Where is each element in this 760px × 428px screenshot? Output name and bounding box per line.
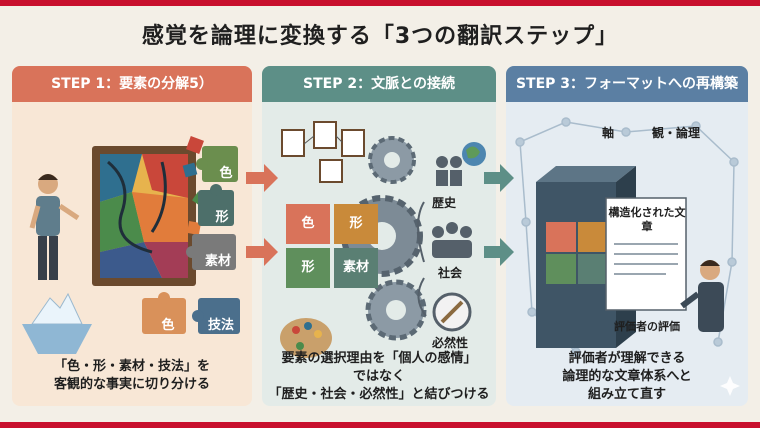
step3-header: STEP 3：フォーマットへの再構築 bbox=[506, 66, 748, 102]
page-title: 感覚を論理に変換する「3つの翻訳ステップ」 bbox=[141, 24, 619, 49]
block-label-shape: 形 bbox=[349, 216, 363, 231]
piece-label-shape: 形 bbox=[215, 210, 229, 225]
sparkle-icon bbox=[720, 376, 740, 396]
network-background bbox=[515, 117, 739, 357]
puzzle-block bbox=[286, 204, 378, 288]
piece-label-technique: 技法 bbox=[207, 318, 234, 333]
bottom-accent-bar bbox=[0, 422, 760, 428]
puzzle-piece-color bbox=[196, 146, 238, 182]
top-label-logic: 観・論理 bbox=[652, 126, 701, 140]
people-icon bbox=[436, 156, 462, 186]
piece-label-color2: 色 bbox=[161, 318, 175, 333]
step2-panel: STEP 2：文脈との接続 bbox=[262, 66, 496, 406]
iceberg-icon bbox=[22, 292, 92, 354]
document-footer: 評価者の評価 bbox=[614, 320, 680, 333]
step2-header: STEP 2：文脈との接続 bbox=[262, 66, 496, 102]
block-label-color: 色 bbox=[301, 216, 315, 231]
brush-circle-icon bbox=[432, 292, 472, 332]
globe-icon bbox=[462, 142, 486, 166]
top-label-axis: 軸 bbox=[602, 126, 615, 140]
step1-header: STEP 1：要素の分解5） bbox=[12, 66, 252, 102]
context-society: 社会 bbox=[438, 266, 463, 280]
document-title: 構造化された文章 bbox=[608, 206, 686, 233]
step2-illustration bbox=[280, 121, 486, 358]
step1-caption: 「色・形・素材・技法」を 客観的な事実に切り分ける bbox=[53, 359, 210, 392]
crowd-icon bbox=[432, 222, 472, 258]
portrait-frames bbox=[281, 121, 365, 183]
puzzle-piece-material bbox=[186, 234, 236, 270]
evaluator-figure bbox=[680, 260, 724, 332]
puzzle-piece-shape bbox=[198, 184, 234, 226]
document-icon bbox=[605, 197, 687, 311]
palette-icon bbox=[280, 318, 332, 358]
person-figure bbox=[29, 174, 80, 280]
piece-label-color: 色 bbox=[219, 166, 233, 181]
block-label-shape2: 形 bbox=[301, 260, 315, 275]
context-history: 歴史 bbox=[432, 196, 457, 210]
puzzle-piece-technique bbox=[192, 298, 240, 334]
puzzle-piece-color2 bbox=[142, 292, 186, 334]
step3-illustration bbox=[515, 117, 740, 396]
step3-caption: 評価者が理解できる 論理的な文章体系へと 組み立て直す bbox=[562, 351, 692, 402]
step1-panel: STEP 1：要素の分解5） bbox=[12, 66, 252, 406]
structure-block bbox=[536, 166, 636, 348]
step2-caption: 要素の選択理由を「個人の感情」 ではなく 「歴史・社会・必然性」と結びつける bbox=[268, 351, 490, 402]
step3-panel: STEP 3：フォーマットへの再構築 bbox=[506, 66, 748, 406]
step1-illustration bbox=[22, 136, 240, 354]
top-accent-bar bbox=[0, 0, 760, 6]
block-label-material: 素材 bbox=[342, 260, 369, 275]
abstract-painting bbox=[92, 146, 196, 286]
piece-label-material: 素材 bbox=[204, 254, 231, 269]
context-necessity: 必然性 bbox=[432, 336, 469, 350]
